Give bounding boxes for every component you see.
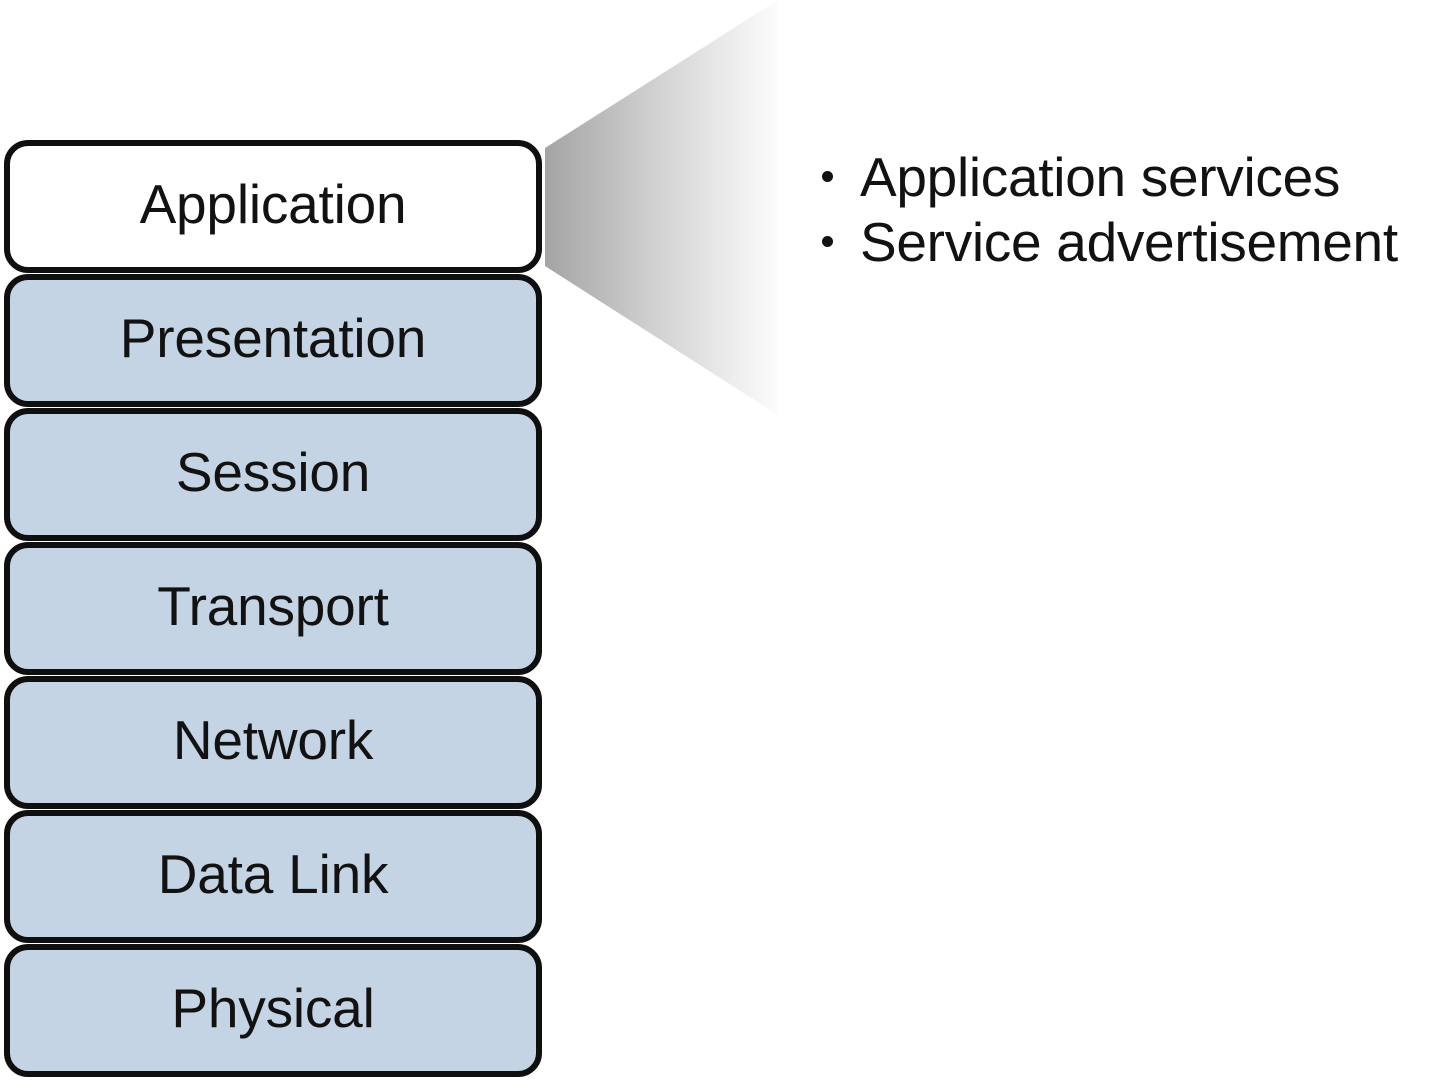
wedge-polygon (545, 0, 778, 415)
layer-box-application[interactable]: Application (4, 140, 542, 273)
bullet-dot-icon (822, 236, 833, 247)
osi-layer-stack: Application Presentation Session Transpo… (4, 140, 542, 1078)
layer-label-network: Network (172, 709, 374, 771)
bullet-dot-icon (822, 171, 833, 182)
layer-label-session: Session (175, 441, 371, 503)
layer-label-data-link: Data Link (157, 843, 389, 905)
layer-label-physical: Physical (171, 977, 375, 1039)
layer-box-transport[interactable]: Transport (4, 542, 542, 675)
layer-label-presentation: Presentation (119, 307, 427, 369)
layer-box-presentation[interactable]: Presentation (4, 274, 542, 407)
layer-box-network[interactable]: Network (4, 676, 542, 809)
layer-box-data-link[interactable]: Data Link (4, 810, 542, 943)
layer-box-session[interactable]: Session (4, 408, 542, 541)
bullet-text-application-services: Application services (860, 146, 1341, 208)
bullet-text-service-advertisement: Service advertisement (860, 211, 1398, 273)
layer-label-application: Application (139, 173, 407, 235)
layer-box-physical[interactable]: Physical (4, 944, 542, 1077)
layer-label-transport: Transport (157, 575, 389, 637)
callout-bullet-list: Application services Service advertiseme… (822, 146, 1440, 276)
bullet-item-application-services: Application services (822, 146, 1440, 211)
bullet-item-service-advertisement: Service advertisement (822, 211, 1440, 276)
